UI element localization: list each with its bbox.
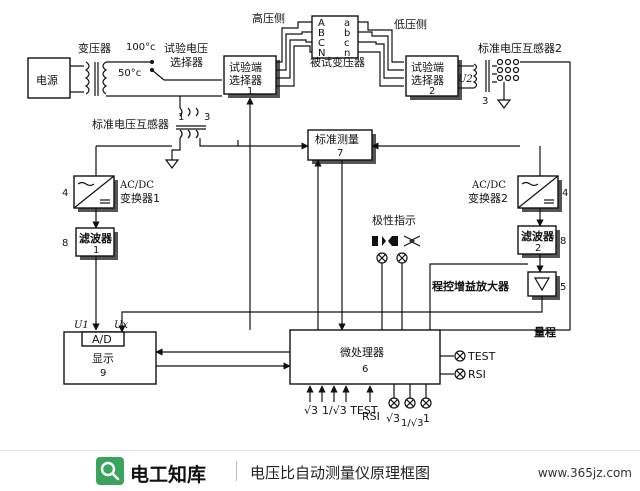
range-label: 量程 xyxy=(534,325,556,339)
pga-label: 程控增益放大器 xyxy=(432,279,510,293)
std-pt-right-coil-icon xyxy=(440,58,571,331)
filter-2-num: 2 xyxy=(535,243,541,254)
u1-input-label: U1 xyxy=(74,320,89,331)
low-side-label: 低压侧 xyxy=(394,18,427,31)
acdc-1-line2: 变换器1 xyxy=(120,191,160,205)
test-voltage-selector-label-1: 试验电压 xyxy=(164,41,208,55)
regulator-label: 变压器 xyxy=(78,41,111,55)
test-end-selector-1 xyxy=(223,55,277,95)
voltage-switch-icon xyxy=(106,60,222,97)
test-end-selector-1-line2: 选择器 xyxy=(229,73,262,87)
search-icon xyxy=(96,457,124,485)
tap-B: B xyxy=(318,28,325,39)
figure-caption: 电压比自动测量仪原理框图 xyxy=(250,464,431,482)
tap-a: a xyxy=(344,18,350,29)
test-voltage-selector-label-2: 选择器 xyxy=(170,55,203,69)
transformer-tap-wires xyxy=(276,21,404,87)
rsi-output-label: RSI xyxy=(468,368,486,381)
lamp-inv-sqrt3: 1/√3 xyxy=(401,418,423,429)
test-end-selector-2-line2: 选择器 xyxy=(411,73,444,87)
pga-box xyxy=(527,271,557,297)
polarity-lamp-2-icon xyxy=(396,252,408,330)
std-pt-right-n3: 3 xyxy=(482,96,488,107)
input-inv-sqrt3-test: 1/√3 TEST xyxy=(322,404,378,417)
tap-C: C xyxy=(318,38,325,49)
tested-transformer-label: 被试变压器 xyxy=(310,55,365,69)
block-diagram: 电源 变压器 100°c 50°c 试验电压 选择器 标准电压互感器 1 3 试… xyxy=(27,11,571,429)
test-end-selector-1-num: 1 xyxy=(247,86,253,97)
acdc-2-num: 4 xyxy=(562,188,568,199)
amplifier-triangle-icon xyxy=(533,277,551,292)
acdc-1-num: 4 xyxy=(62,188,68,199)
test-end-selector-1-line1: 试验端 xyxy=(229,60,262,74)
filter-2-side-num: 8 xyxy=(560,236,566,247)
filter-1-num: 1 xyxy=(93,245,99,256)
acdc-2-line2: 变换器2 xyxy=(468,191,508,205)
tap-A: A xyxy=(318,18,325,29)
display-num: 9 xyxy=(100,368,106,379)
acdc-2-line1: AC/DC xyxy=(471,180,506,191)
microprocessor-box xyxy=(289,329,441,385)
lamp-sqrt3: √3 xyxy=(386,412,400,425)
footer-bar: 电工知库 电压比自动测量仪原理框图 www.365jz.com xyxy=(0,450,640,491)
lamp-one: 1 xyxy=(423,412,430,425)
std-pt-right-label: 标准电压互感器2 xyxy=(478,41,562,55)
filter-1 xyxy=(75,227,115,257)
ux-input-label: Ux xyxy=(114,320,128,331)
std-pt-left-n1: 1 xyxy=(178,112,184,123)
range-lamps xyxy=(388,384,432,409)
test-lamp-icon xyxy=(454,350,466,362)
microprocessor-num: 6 xyxy=(362,364,368,375)
acdc-2-symbol-icon xyxy=(517,175,559,209)
acdc-1-symbol-icon xyxy=(73,175,115,209)
acdc-1-line1: AC/DC xyxy=(119,180,154,191)
tap-n: n xyxy=(344,48,350,59)
footer-divider xyxy=(236,461,237,481)
display-label: 显示 xyxy=(92,352,114,365)
keypad-input-arrows xyxy=(306,385,374,402)
tested-transformer-box xyxy=(311,15,359,59)
website-watermark: www.365jz.com xyxy=(537,466,632,480)
tap-100-label: 100°c xyxy=(126,42,156,53)
filter-1-label: 滤波器 xyxy=(79,231,113,245)
brand-name: 电工知库 xyxy=(130,464,207,486)
adc-box xyxy=(81,331,125,347)
tap-c: c xyxy=(344,38,350,49)
u2-label: U2 xyxy=(458,74,473,85)
filter-1-side-num: 8 xyxy=(62,238,68,249)
tap-50-label: 50°c xyxy=(118,68,141,79)
standard-measurement-num: 7 xyxy=(337,148,343,159)
test-end-selector-2-num: 2 xyxy=(429,86,435,97)
standard-measurement-label: 标准测量 xyxy=(315,132,359,146)
test-end-selector-2 xyxy=(405,55,459,97)
regulator-transformer-icon xyxy=(70,61,108,96)
tap-N: N xyxy=(318,48,325,59)
filter-2 xyxy=(517,225,557,255)
std-pt-left-coil-icon xyxy=(164,96,239,169)
test-end-selector-2-line1: 试验端 xyxy=(411,60,444,74)
adc-label: A/D xyxy=(92,333,112,346)
power-source-label: 电源 xyxy=(36,73,58,87)
polarity-label: 极性指示 xyxy=(372,213,416,227)
power-source-box xyxy=(27,57,71,99)
test-output-label: TEST xyxy=(467,350,496,363)
polarity-arrows-icon xyxy=(372,235,421,247)
polarity-lamp-1-icon xyxy=(376,252,388,330)
rsi-lamp-icon xyxy=(454,368,466,380)
input-rsi: RSI xyxy=(362,410,380,423)
filter-2-label: 滤波器 xyxy=(521,229,555,243)
microprocessor-label: 微处理器 xyxy=(340,345,384,359)
input-sqrt3: √3 xyxy=(304,404,318,417)
std-pt-left-n3: 3 xyxy=(204,112,210,123)
pga-num: 5 xyxy=(560,282,566,293)
high-side-label: 高压侧 xyxy=(252,11,285,25)
std-pt-left-label: 标准电压互感器 xyxy=(92,117,169,131)
tap-b: b xyxy=(344,28,350,39)
